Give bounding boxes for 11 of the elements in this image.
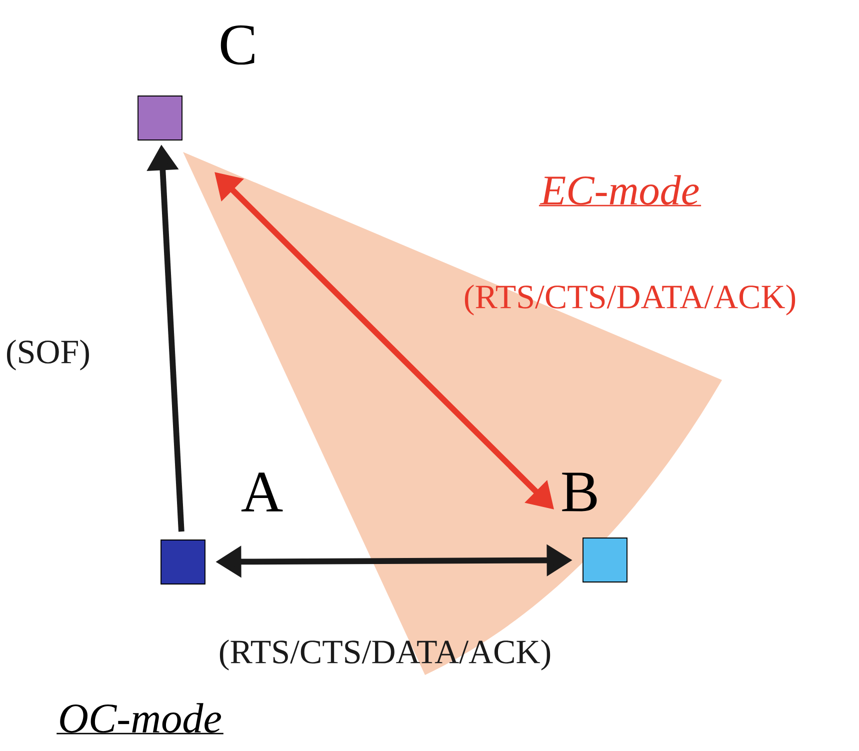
mode-label: EC-mode: [540, 175, 699, 205]
node-letter: C: [220, 25, 254, 65]
edge-label: (SOF): [7, 340, 89, 370]
edge-label: (RTS/CTS/DATA/ACK): [464, 284, 796, 316]
node-letter: A: [241, 472, 283, 512]
edge-label: (RTS/CTS/DATA/ACK): [220, 640, 550, 670]
node-letter: B: [562, 472, 597, 512]
square-node: [160, 540, 206, 584]
square-node: [582, 538, 628, 582]
square-node: [138, 96, 182, 140]
mode-label: OC-mode: [60, 703, 222, 733]
